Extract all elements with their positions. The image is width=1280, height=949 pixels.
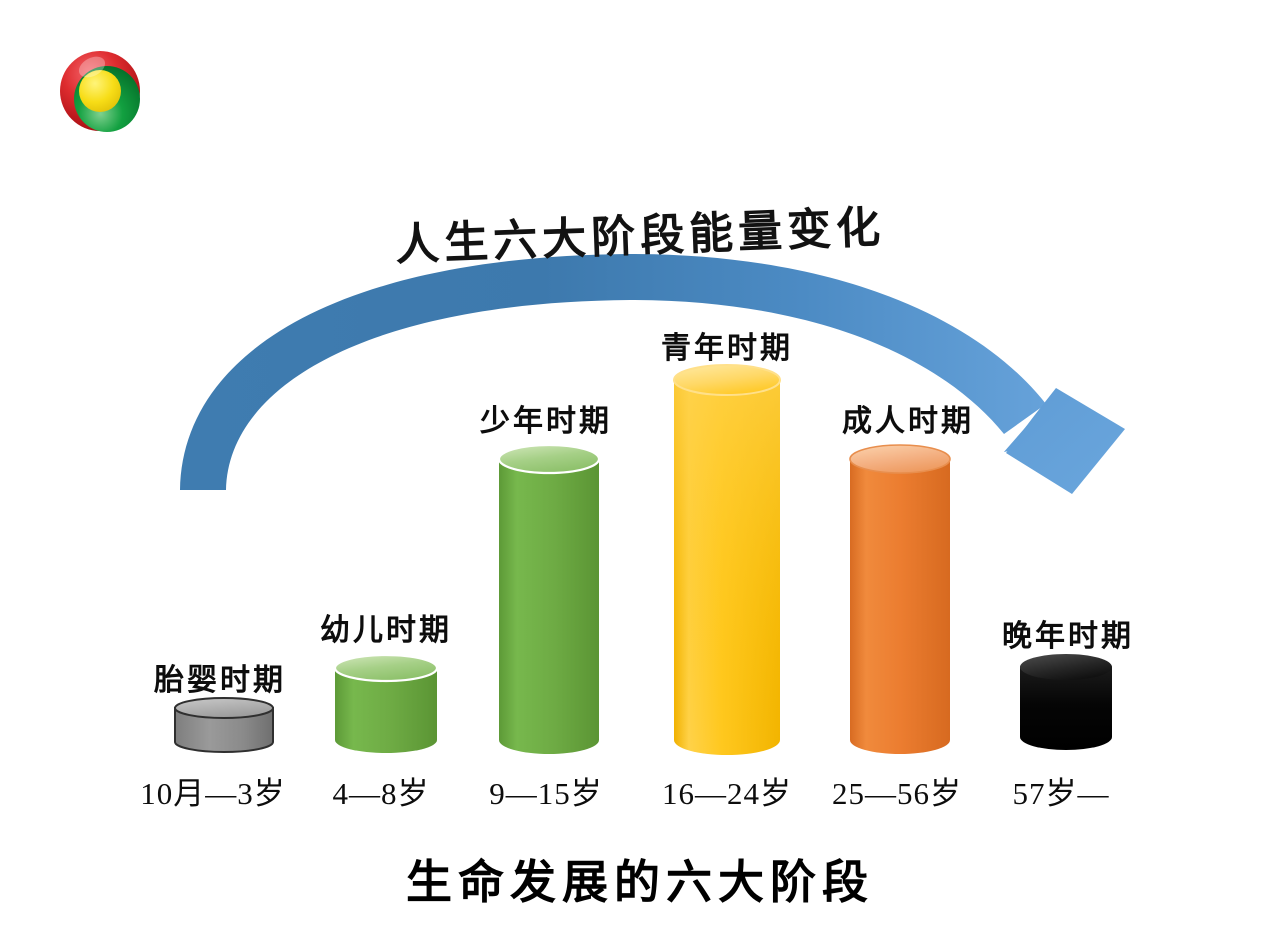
age-label-2: 9—15岁	[489, 776, 603, 811]
stage-label-4: 成人时期	[842, 405, 974, 438]
age-label-3: 16—24岁	[662, 776, 792, 811]
stage-label-3: 青年时期	[661, 332, 793, 365]
age-label-1: 4—8岁	[332, 776, 430, 811]
brand-logo-icon	[60, 51, 140, 132]
cylinder-2[interactable]	[497, 443, 601, 757]
stage-label-0: 胎婴时期	[154, 664, 286, 697]
cylinder-5[interactable]	[1018, 652, 1114, 756]
cylinder-3[interactable]	[672, 363, 782, 759]
stage-label-1: 幼儿时期	[320, 614, 452, 647]
age-label-0: 10月—3岁	[140, 776, 286, 811]
bottom-caption: 生命发展的六大阶段	[406, 857, 874, 908]
brand-logo	[55, 45, 145, 137]
cylinder-4[interactable]	[848, 443, 952, 757]
stage-label-2: 少年时期	[480, 405, 612, 438]
age-label-4: 25—56岁	[832, 776, 962, 811]
cylinder-0[interactable]	[174, 697, 274, 753]
stage-label-5: 晚年时期	[1002, 620, 1134, 653]
cylinder-1[interactable]	[333, 653, 439, 757]
age-label-5: 57岁—	[1012, 776, 1110, 811]
